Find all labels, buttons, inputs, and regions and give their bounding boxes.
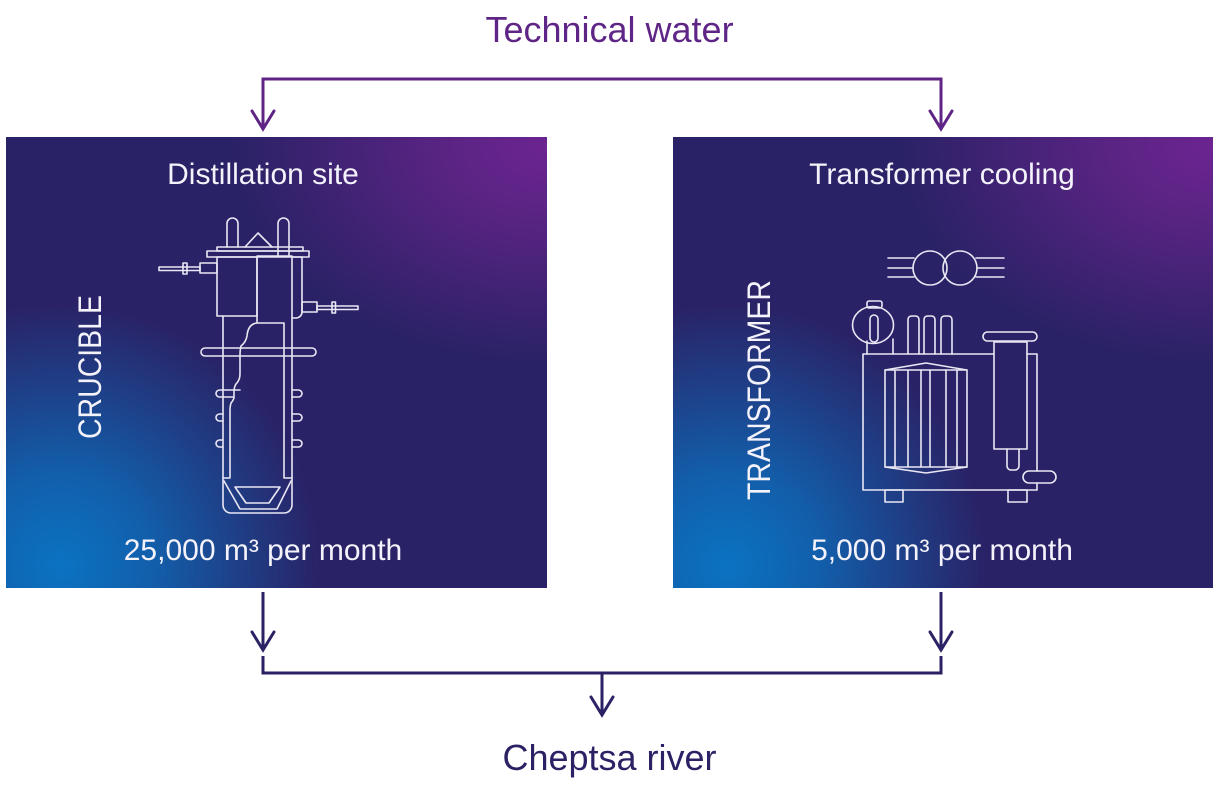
- equipment-label: CRUCIBLE: [72, 294, 108, 440]
- supply-arrows: [250, 77, 954, 132]
- equipment-label: TRANSFORMER: [741, 280, 777, 500]
- supply-branch-line: [261, 77, 943, 127]
- discharge-merge-line: [261, 656, 943, 675]
- arrow-down-icon: [589, 695, 615, 718]
- arrow-down-icon: [250, 630, 276, 653]
- distillation-site-panel: Distillation site CRUCIBLE 25,000 m³ per…: [6, 137, 547, 588]
- destination-label: Cheptsa river: [502, 737, 717, 778]
- panel-title: Distillation site: [167, 158, 359, 191]
- source-label: Technical water: [485, 9, 734, 50]
- discharge-arrows: [250, 592, 954, 718]
- flow-volume: 5,000 m³ per month: [811, 534, 1073, 567]
- flow-volume: 25,000 m³ per month: [123, 534, 403, 567]
- arrow-down-icon: [250, 109, 276, 132]
- panel-title: Transformer cooling: [809, 158, 1075, 191]
- transformer-cooling-panel: Transformer cooling TRANSFORMER 5,000 m³…: [673, 137, 1213, 588]
- arrow-down-icon: [928, 630, 954, 653]
- arrow-down-icon: [928, 109, 954, 132]
